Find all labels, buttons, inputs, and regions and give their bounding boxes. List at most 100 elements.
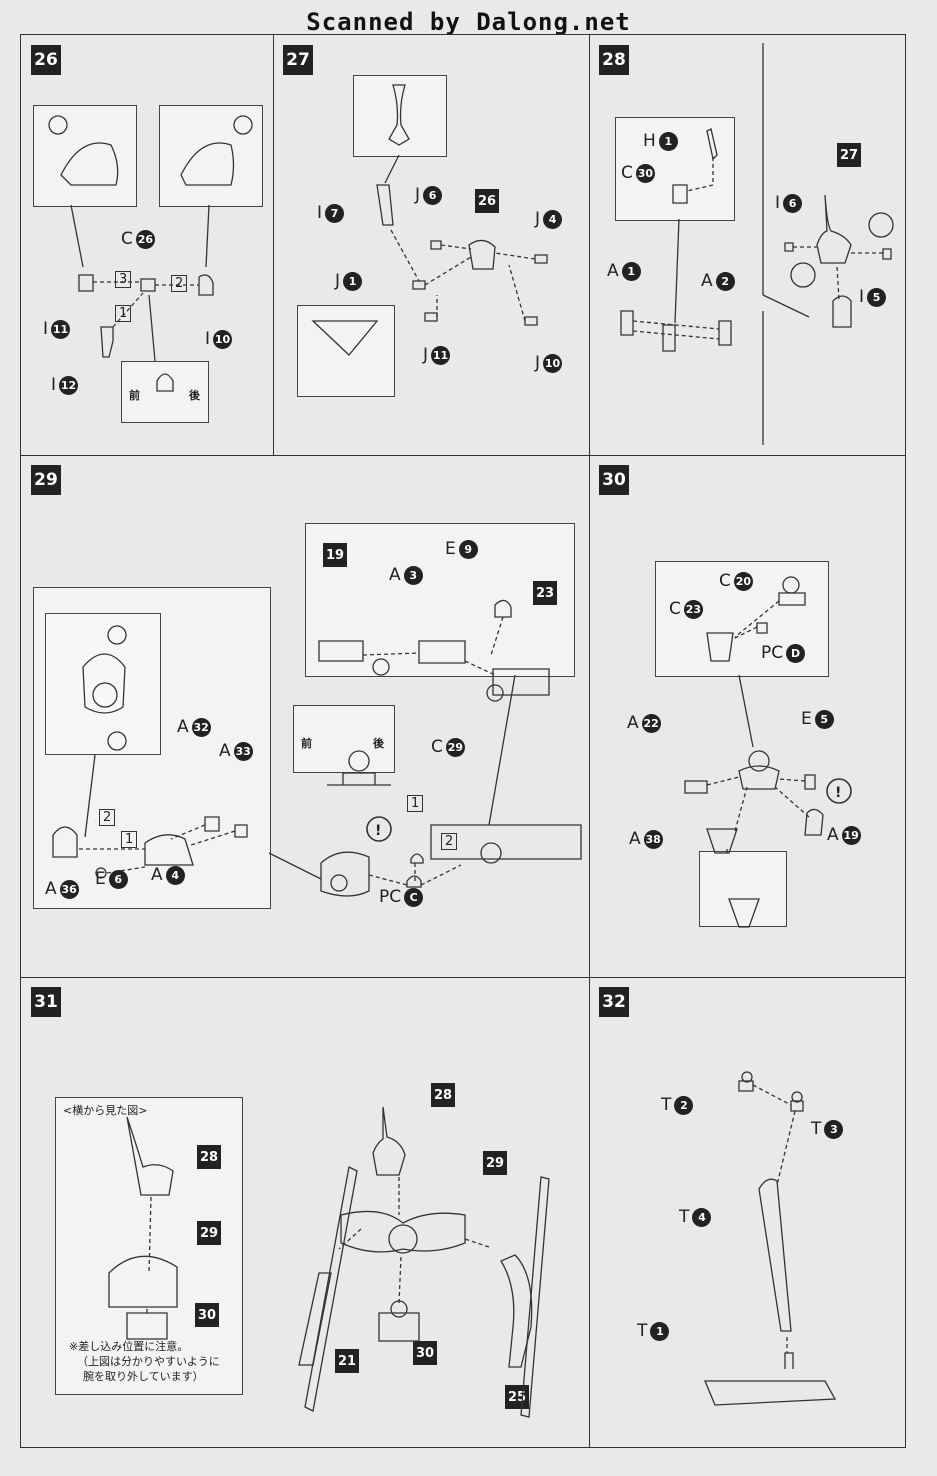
detail-box-bottom — [297, 305, 395, 397]
ref-step-26: 26 — [475, 189, 499, 213]
step-30: 30 — [589, 455, 905, 978]
ref-step-28-main: 28 — [431, 1083, 455, 1107]
part-number: 6 — [423, 185, 443, 205]
part-letter: J — [535, 353, 541, 373]
part-letter: A — [627, 713, 639, 733]
part-letter: I — [775, 193, 781, 213]
part-number: 9 — [458, 539, 478, 559]
note-line-3: 腕を取り外しています） — [83, 1370, 204, 1383]
back-label: 後 — [189, 389, 200, 402]
arrow-step-2a: 2 — [99, 809, 116, 826]
part-number: 1 — [343, 271, 363, 291]
scan-banner: Scanned by Dalong.net — [306, 8, 631, 36]
ref-step-29-side: 29 — [197, 1221, 221, 1245]
step-29: 29 19 23 — [21, 455, 590, 978]
part-letter: I — [859, 287, 865, 307]
part-letter: A — [389, 565, 401, 585]
note-line-2: （上図は分かりやすいように — [77, 1355, 220, 1368]
part-number: 2 — [674, 1095, 694, 1115]
part-number: 1 — [658, 131, 678, 151]
part-number: 20 — [733, 571, 753, 591]
part-letter: A — [45, 879, 57, 899]
step-number: 32 — [599, 987, 629, 1017]
part-number: 10 — [543, 353, 563, 373]
arrow-step-3: 3 — [115, 271, 132, 288]
part-number: 30 — [635, 163, 655, 183]
part-number: 10 — [213, 329, 233, 349]
part-number: 26 — [135, 229, 155, 249]
svg-text:!: ! — [375, 823, 381, 839]
part-letter: J — [535, 209, 541, 229]
part-number: 1 — [621, 261, 641, 281]
part-number: 3 — [824, 1119, 844, 1139]
back-label: 後 — [373, 737, 384, 750]
part-letter: C — [669, 599, 681, 619]
detail-box-top — [305, 523, 575, 677]
step-31-diagram — [108, 1106, 550, 1418]
part-letter: J — [335, 271, 341, 291]
part-number: 4 — [543, 209, 563, 229]
step-30-diagram: ! — [684, 576, 852, 928]
ref-step-28-side: 28 — [197, 1145, 221, 1169]
ref-step-27: 27 — [837, 143, 861, 167]
part-letter: T — [637, 1321, 648, 1341]
step-29-diagram: ! — [52, 599, 582, 897]
arrow-step-1a: 1 — [121, 831, 138, 848]
part-number: 32 — [191, 717, 211, 737]
front-label: 前 — [129, 389, 140, 402]
part-letter: J — [423, 345, 429, 365]
ref-step-30-side: 30 — [195, 1303, 219, 1327]
part-letter: J — [415, 185, 421, 205]
step-28-diagram — [620, 43, 894, 445]
arrow-step-2b: 2 — [441, 833, 458, 850]
side-view-caption: <横から見た図> — [63, 1104, 148, 1117]
note-line-1: ※差し込み位置に注意。 — [69, 1340, 189, 1353]
part-number: 33 — [233, 741, 253, 761]
step-number: 28 — [599, 45, 629, 75]
step-number: 30 — [599, 465, 629, 495]
part-letter: A — [151, 865, 163, 885]
detail-box-right — [159, 105, 263, 207]
part-number: 4 — [692, 1207, 712, 1227]
part-number: 6 — [108, 869, 128, 889]
part-number: 38 — [643, 829, 663, 849]
step-number: 31 — [31, 987, 61, 1017]
part-letter: C — [121, 229, 133, 249]
part-number: 29 — [445, 737, 465, 757]
part-number: 7 — [325, 203, 345, 223]
part-number: 2 — [715, 271, 735, 291]
ref-step-21: 21 — [335, 1349, 359, 1373]
part-letter: T — [661, 1095, 672, 1115]
part-number: 22 — [641, 713, 661, 733]
detail-box-bottom — [699, 851, 787, 927]
ref-step-19: 19 — [323, 543, 347, 567]
detail-box-left — [33, 105, 137, 207]
step-32-diagram — [704, 1071, 837, 1406]
